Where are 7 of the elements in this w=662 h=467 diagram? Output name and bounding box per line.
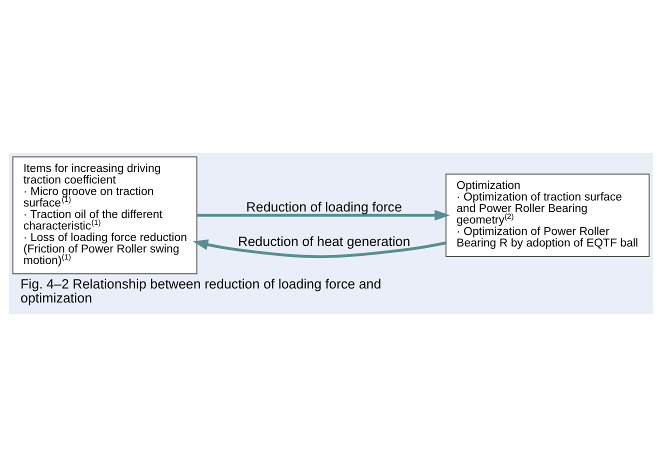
arrow: [192, 239, 446, 258]
node-box: Items for increasing driving traction coefficient · Micro groove on traction surface$^{(1)}$ · Traction oil of the different characteristic$^{(1)}$ · Loss of loading force reduction (Friction of Power Roller swing motion)$^{(1)}$: [12, 156, 198, 274]
edge-label: Reduction of loading force: [246, 200, 402, 215]
node-box: Optimization · Optimization of traction surface and Power Roller Bearing geometry$^{(2)}$ · Optimization of Power Roller Bearing R by adoption of EQTF ball: [446, 174, 650, 257]
edge-label: Reduction of heat generation: [238, 234, 410, 250]
arrow: [196, 210, 450, 221]
caption: Fig. 4–2 Relationship between reduction of loading force and optimization: [20, 276, 382, 306]
